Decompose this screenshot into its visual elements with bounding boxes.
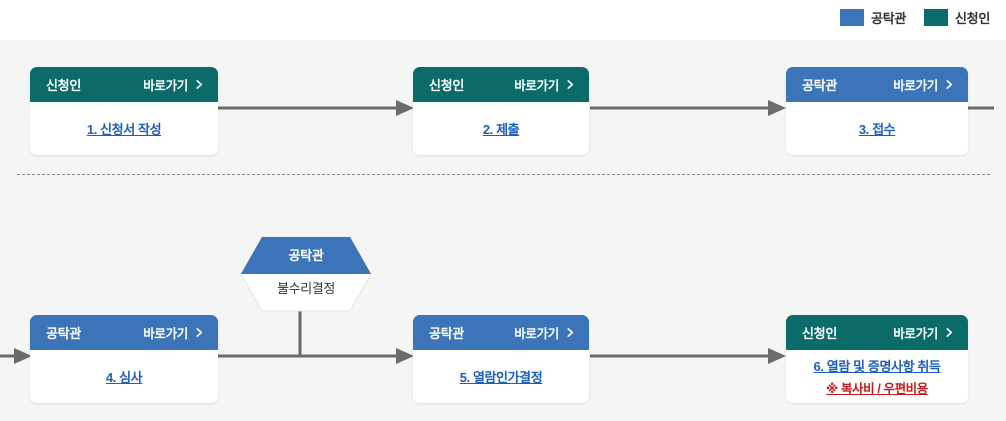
blue-swatch-icon [840, 9, 865, 26]
step-4-role: 공탁관 [46, 326, 81, 341]
step-1-body: 1. 신청서 작성 [30, 102, 218, 155]
step-5-link[interactable]: 5. 열람인가결정 [459, 370, 543, 385]
chevron-right-icon [946, 80, 953, 89]
step-2-link[interactable]: 2. 제출 [482, 122, 520, 137]
step-card-2[interactable]: 신청인 바로가기 2. 제출 [413, 67, 589, 155]
step-1-shortcut-label: 바로가기 [143, 79, 188, 93]
step-2-body: 2. 제출 [413, 102, 589, 155]
chevron-right-icon [196, 328, 203, 337]
step-6-body: 6. 열람 및 증명사항 취득 ※ 복사비 / 우편비용 [786, 350, 968, 403]
arrow-step3-wrap-out [964, 106, 994, 110]
chevron-right-icon [567, 80, 574, 89]
arrow-step4-to-step5 [218, 348, 414, 364]
step-2-header: 신청인 바로가기 [413, 67, 589, 102]
step-4-body: 4. 심사 [30, 350, 218, 403]
branch-node-label: 불수리결정 [277, 281, 335, 296]
chevron-right-icon [946, 328, 953, 337]
legend: 공탁관 신청인 [0, 0, 1006, 40]
step-3-link[interactable]: 3. 접수 [858, 122, 896, 137]
arrow-step3-wrap-in [0, 348, 32, 364]
step-1-link[interactable]: 1. 신청서 작성 [86, 122, 162, 137]
dashed-divider [17, 174, 990, 175]
teal-swatch-icon [924, 9, 949, 26]
hexagon-shape-icon [240, 236, 372, 312]
step-4-header: 공탁관 바로가기 [30, 315, 218, 350]
step-5-header: 공탁관 바로가기 [413, 315, 589, 350]
step-card-5[interactable]: 공탁관 바로가기 5. 열람인가결정 [413, 315, 589, 403]
arrow-step1-to-step2 [218, 100, 414, 116]
arrow-step2-to-step3 [590, 100, 786, 116]
step-2-shortcut-label: 바로가기 [514, 79, 559, 93]
step-card-1[interactable]: 신청인 바로가기 1. 신청서 작성 [30, 67, 218, 155]
step-1-shortcut-button[interactable]: 바로가기 [143, 75, 204, 94]
branch-node-rejection: 공탁관 불수리결정 [240, 236, 372, 312]
step-5-role: 공탁관 [429, 326, 464, 341]
step-6-shortcut-label: 바로가기 [893, 327, 938, 341]
legend-item-gongtakgwan: 공탁관 [840, 8, 906, 27]
legend-label-gongtakgwan: 공탁관 [871, 11, 907, 26]
step-6-role: 신청인 [802, 326, 837, 341]
step-5-shortcut-button[interactable]: 바로가기 [514, 323, 575, 342]
step-card-4[interactable]: 공탁관 바로가기 4. 심사 [30, 315, 218, 403]
step-card-3[interactable]: 공탁관 바로가기 3. 접수 [786, 67, 968, 155]
step-6-header: 신청인 바로가기 [786, 315, 968, 350]
step-1-header: 신청인 바로가기 [30, 67, 218, 102]
step-4-shortcut-button[interactable]: 바로가기 [143, 323, 204, 342]
step-5-shortcut-label: 바로가기 [514, 327, 559, 341]
step-6-link[interactable]: 6. 열람 및 증명사항 취득 [813, 359, 941, 374]
step-4-shortcut-label: 바로가기 [143, 327, 188, 341]
branch-node-role: 공탁관 [288, 248, 324, 263]
step-3-role: 공탁관 [802, 78, 837, 93]
step-5-body: 5. 열람인가결정 [413, 350, 589, 403]
diagram-panel: 공탁관 불수리결정 신청인 바로가기 1. 신청서 작성 신청인 [0, 40, 1006, 421]
step-2-shortcut-button[interactable]: 바로가기 [514, 75, 575, 94]
step-6-shortcut-button[interactable]: 바로가기 [893, 323, 954, 342]
legend-label-sincheongin: 신청인 [955, 11, 990, 26]
chevron-right-icon [196, 80, 203, 89]
step-card-6[interactable]: 신청인 바로가기 6. 열람 및 증명사항 취득 ※ 복사비 / 우편비용 [786, 315, 968, 403]
step-1-role: 신청인 [46, 78, 81, 93]
step-3-header: 공탁관 바로가기 [786, 67, 968, 102]
step-4-link[interactable]: 4. 심사 [105, 370, 143, 385]
arrow-step5-to-step6 [590, 348, 786, 364]
step-6-fee-note[interactable]: ※ 복사비 / 우편비용 [826, 382, 928, 396]
step-3-shortcut-label: 바로가기 [893, 79, 938, 93]
step-3-shortcut-button[interactable]: 바로가기 [893, 75, 954, 94]
chevron-right-icon [567, 328, 574, 337]
step-2-role: 신청인 [429, 78, 464, 93]
legend-item-sincheongin: 신청인 [924, 8, 990, 27]
step-3-body: 3. 접수 [786, 102, 968, 155]
